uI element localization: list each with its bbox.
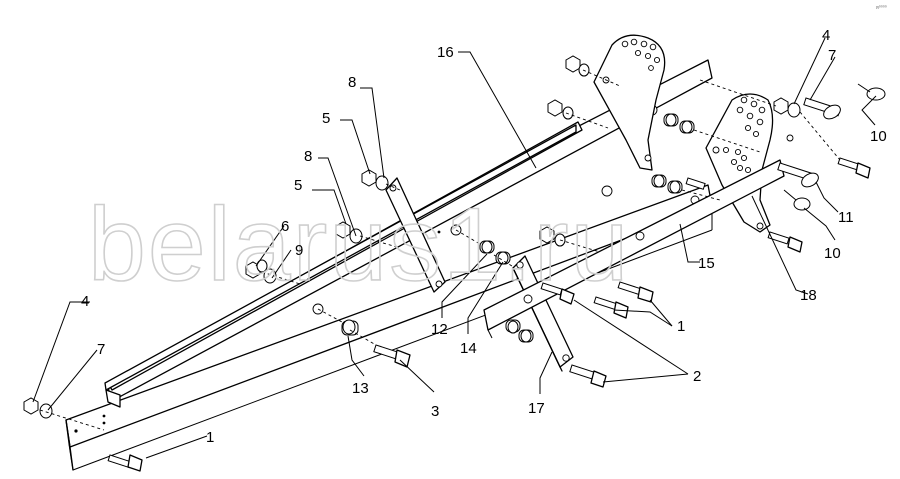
pins-and-rings xyxy=(777,83,886,211)
callout-17: 17 xyxy=(528,400,545,417)
callout-labels: 1 1 2 3 4 4 5 5 6 7 7 8 8 9 10 10 11 12 … xyxy=(81,27,887,446)
leader-lines xyxy=(32,37,877,459)
callout-8-upper: 8 xyxy=(348,74,356,91)
bushings xyxy=(341,113,695,343)
callout-3: 3 xyxy=(431,403,439,420)
corner-code: я⁰⁰⁰⁰ xyxy=(876,5,887,11)
callout-7-right: 7 xyxy=(828,47,836,64)
front-plate-18 xyxy=(705,93,774,233)
callout-16: 16 xyxy=(437,44,454,61)
rear-plate-18 xyxy=(593,34,666,171)
callout-4-left: 4 xyxy=(81,293,89,310)
callout-6: 6 xyxy=(281,218,289,235)
callout-10-lower: 10 xyxy=(824,245,841,262)
short-support-bar xyxy=(483,134,794,339)
callout-18: 18 xyxy=(800,287,817,304)
callout-8-lower: 8 xyxy=(304,148,312,165)
callout-12: 12 xyxy=(431,321,448,338)
callout-14: 14 xyxy=(460,340,477,357)
nuts-and-washers xyxy=(23,55,801,419)
callout-15: 15 xyxy=(698,255,715,272)
callout-5-lower: 5 xyxy=(294,177,302,194)
callout-1-left: 1 xyxy=(206,429,214,446)
assembly-axes xyxy=(39,69,841,431)
callout-11: 11 xyxy=(838,209,854,226)
watermark-text: belarus1.ru xyxy=(88,187,630,303)
callout-9: 9 xyxy=(295,242,303,259)
callout-2: 2 xyxy=(693,368,701,385)
callout-7-left: 7 xyxy=(97,341,105,358)
callout-13: 13 xyxy=(352,380,369,397)
rear-bracket xyxy=(385,177,446,293)
callout-5-upper: 5 xyxy=(322,110,330,127)
callout-10-upper: 10 xyxy=(870,128,887,145)
callout-1-right: 1 xyxy=(677,318,685,335)
bolts xyxy=(107,157,871,472)
callout-4-right: 4 xyxy=(822,27,830,44)
